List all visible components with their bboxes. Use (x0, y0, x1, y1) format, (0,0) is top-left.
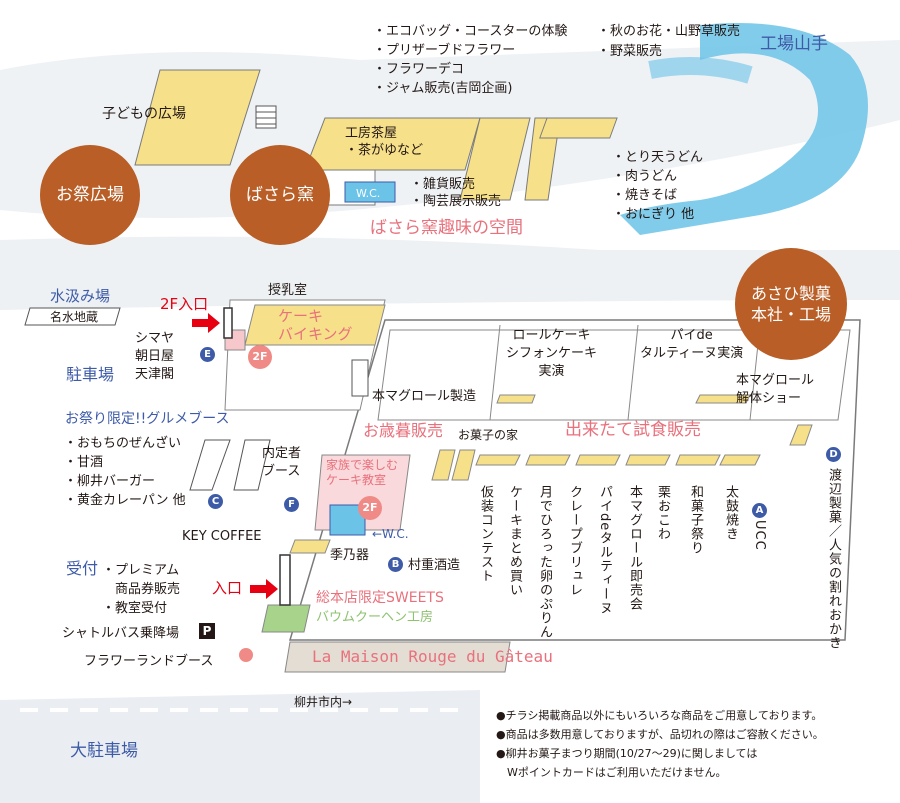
cake-viking-label: ケーキ バイキング (278, 307, 353, 343)
stairs-top (255, 105, 277, 129)
dekitate-label: 出来たて試食販売 (565, 420, 701, 440)
yanai-label: 柳井市内→ (294, 695, 353, 709)
gourmet-title: お祭り限定!!グルメブース (65, 411, 230, 427)
pond-water (620, 23, 868, 235)
pie-demo-label: パイde タルティーヌ実演 (640, 328, 744, 361)
vertical-hon-roll-sokubai: 本マグロール即売会 (627, 485, 642, 611)
vertical-purin: 月でひろった卵のぷりん (537, 485, 552, 639)
note-4: Wポイントカードはご利用いただけません。 (496, 766, 727, 779)
vertical-crepe: クレープブリュレ (567, 485, 582, 597)
sign-meisui (24, 307, 121, 326)
parking-p-icon: P (199, 623, 215, 639)
basara-space-label: ばさら窯趣味の空間 (370, 218, 523, 238)
big-parking-label: 大駐車場 (70, 741, 138, 761)
shuttle-label: シャトルバス乗降場 (62, 626, 180, 641)
booth-kobo-chaya (304, 117, 481, 171)
entrance-label: 入口 (212, 579, 243, 597)
booth-kids-plaza (134, 69, 261, 166)
vertical-cake-matome: ケーキまとめ買い (507, 485, 522, 597)
naitei-label: 内定者 ブース (262, 446, 302, 479)
vertical-pie-tartine: パイdeタルティーヌ (597, 485, 612, 616)
key-coffee-label: KEY COFFEE (182, 529, 262, 544)
mizukumi-label: 水汲み場 (50, 287, 111, 305)
note-1: ●チラシ掲載商品以外にもいろいろな商品をご用意しております。 (496, 709, 823, 722)
vertical-kaso: 仮装コンテスト (478, 485, 493, 583)
asahi-circle: あさひ製菓 本社・工場 (735, 248, 847, 360)
okashi-no-ie-label: お菓子の家 (458, 428, 519, 442)
arrow-2f-entrance (192, 313, 220, 333)
kids-plaza-label: 子どもの広場 (102, 106, 186, 122)
stairs-left (351, 359, 369, 397)
uketsuke-items: ・プレミアム 商品券販売 ・教室受付 (102, 563, 181, 616)
flower-booth-dot (239, 648, 253, 662)
uketsuke-label: 受付 (66, 559, 99, 578)
maison-label: La Maison Rouge du Gâteau (312, 647, 553, 666)
baumkuchen-label: バウムクーヘン工房 (316, 610, 434, 625)
badge-c: C (208, 494, 223, 509)
workshops-label: ・エコバッグ・コースターの体験 ・プリザーブドフラワー ・フラワーデコ ・ジャム… (373, 24, 568, 96)
oseibo-label: お歳暮販売 (363, 421, 444, 440)
wc-box-top (344, 181, 396, 203)
badge-2f-lower: 2F (358, 496, 382, 520)
entrance-2f-label: 2F入口 (160, 295, 209, 313)
vertical-watanabe: 渡辺製菓／人気の割れおかき (826, 468, 841, 650)
wc-main-label: ←W.C. (372, 527, 409, 541)
badge-a: A (752, 503, 767, 518)
gourmet-items: ・おもちのぜんざい ・甘酒 ・柳井バーガー ・黄金カレーパン 他 (64, 436, 186, 508)
booth-maison-floor (284, 641, 511, 673)
roll-cake-label: ロールケーキ シフォンケーキ 実演 (506, 328, 598, 379)
badge-e: E (200, 347, 215, 362)
vertical-taiko: 太鼓焼き (723, 485, 738, 541)
door-2f (223, 307, 233, 339)
hon-roll-kaitai-label: 本マグロール 解体ショー (736, 373, 815, 406)
flower-booth-label: フラワーランドブース (84, 654, 214, 669)
door-main (279, 554, 291, 606)
note-3: ●柳井お菓子まつり期間(10/27～29)に関しましては (496, 747, 758, 760)
koen-label: 工場山手 (760, 34, 828, 54)
note-2: ●商品は多数用意しておりますが、品切れの際はご容赦ください。 (496, 728, 824, 741)
river-water (648, 57, 753, 84)
shops-label: シマヤ 朝日屋 天津閣 (135, 331, 175, 382)
bg-shading-bottom (0, 690, 480, 803)
badge-2f-upper: 2F (248, 345, 272, 369)
food-label: ・とり天うどん ・肉うどん ・焼きそば ・おにぎり 他 (612, 150, 704, 222)
booth-baumkuchen-green (261, 604, 311, 633)
booth-gourmet (189, 439, 231, 491)
booth-cake-viking (244, 304, 386, 346)
badge-b: B (388, 557, 403, 572)
hon-roll-seizou-label: 本マグロール製造 (372, 389, 477, 404)
zakka-label: ・雑貨販売 ・陶芸展示販売 (410, 177, 502, 209)
kisetsu-label: 季乃器 (330, 548, 370, 563)
omatsuri-circle: お祭広場 (40, 145, 140, 245)
kazoku-label: 家族で楽しむ ケーキ教室 (326, 458, 399, 487)
vertical-kuri-okowa: 栗おこわ (655, 485, 670, 541)
badge-f: F (284, 497, 299, 512)
booth-gourmet-2 (233, 439, 271, 491)
arrow-main-entrance (250, 579, 278, 599)
kobo-chaya-label: 工房茶屋 ・茶がゆなど (345, 126, 424, 158)
wall-1 (489, 324, 501, 421)
booth-right-a (459, 117, 531, 201)
junyushitsu-label: 授乳室 (268, 283, 308, 298)
wall-2 (627, 324, 639, 421)
parking-label: 駐車場 (66, 365, 115, 384)
badge-d: D (826, 447, 841, 462)
meisui-label: 名水地蔵 (50, 310, 99, 324)
sohonten-label: 総本店限定SWEETS (316, 590, 444, 606)
booth-strips (289, 394, 813, 554)
basara-circle: ばさら窯 (230, 145, 330, 245)
autumn-label: ・秋のお花・山野草販売 ・野菜販売 (597, 24, 741, 59)
bg-shading-mid (0, 236, 900, 310)
booth-food-stand (539, 117, 618, 139)
wc-top-label: W.C. (356, 187, 381, 200)
vertical-ucc: UCC (752, 520, 767, 551)
vertical-wagashi: 和菓子祭り (688, 485, 703, 555)
murashige-label: 村重酒造 (408, 558, 461, 573)
